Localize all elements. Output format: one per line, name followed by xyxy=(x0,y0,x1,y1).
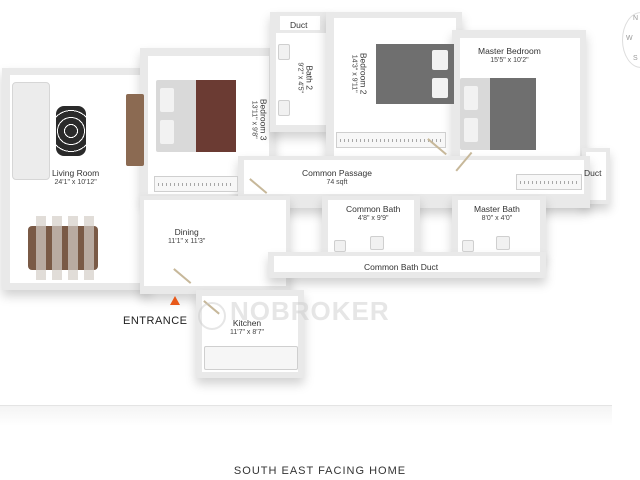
toilet-bath2 xyxy=(278,44,290,60)
wardrobe-bedroom3 xyxy=(154,176,238,192)
label-common-bath: Common Bath 4'8" x 9'9" xyxy=(346,204,401,222)
coffee-table xyxy=(56,106,86,156)
compass-letter-s: S xyxy=(633,55,638,62)
duct-top-floor xyxy=(280,16,320,30)
label-duct-top: Duct xyxy=(290,20,308,30)
watermark-text: NOBROKER xyxy=(230,296,390,326)
label-living-room: Living Room 24'1" x 10'12" xyxy=(52,168,100,186)
wardrobe-master xyxy=(516,174,582,190)
bed-bedroom3 xyxy=(156,80,236,152)
label-common-passage: Common Passage 74 sqft xyxy=(302,168,372,186)
label-master-bedroom: Master Bedroom 15'5" x 10'2" xyxy=(478,46,541,64)
compass-icon: N W S xyxy=(622,12,640,68)
entrance-marker-icon xyxy=(170,296,180,305)
label-duct-right: Duct xyxy=(584,168,602,178)
wardrobe-bedroom2 xyxy=(336,132,446,148)
label-dining: Dining 11'1" x 11'3" xyxy=(168,227,206,245)
bath-duct-floor xyxy=(274,256,540,272)
label-kitchen: Kitchen 11'7" x 8'7" xyxy=(230,318,264,336)
toilet-master-bath xyxy=(496,236,510,250)
sofa xyxy=(12,82,50,180)
toilet-common-bath xyxy=(370,236,384,250)
label-bedroom2: Bedroom 2 14'3" x 9'11" xyxy=(351,52,369,95)
compass-letter-n: N xyxy=(633,15,639,22)
bed-bedroom2 xyxy=(376,44,454,104)
label-bath2: Bath 2 9'2" x 4'5" xyxy=(297,62,315,93)
basin-bath2 xyxy=(278,100,290,116)
label-master-bath: Master Bath 8'0" x 4'0" xyxy=(474,204,520,222)
basin-master-bath xyxy=(462,240,474,252)
watermark-logo-icon xyxy=(198,302,226,330)
ground-band xyxy=(0,405,612,426)
compass-letter-w: W xyxy=(626,35,633,42)
label-common-bath-duct: Common Bath Duct xyxy=(364,262,439,272)
basin-common-bath xyxy=(334,240,346,252)
label-bedroom3: Bedroom 3 13'11" x 9'8" xyxy=(251,98,269,141)
tv-unit xyxy=(126,94,144,166)
dining-chairs xyxy=(36,216,94,280)
entrance-label: ENTRANCE xyxy=(123,315,188,327)
duct-right-floor xyxy=(586,152,606,200)
dining-floor xyxy=(144,200,286,286)
kitchen-counter xyxy=(204,346,298,370)
bed-master xyxy=(460,78,536,150)
orientation-caption: SOUTH EAST FACING HOME xyxy=(233,465,407,477)
